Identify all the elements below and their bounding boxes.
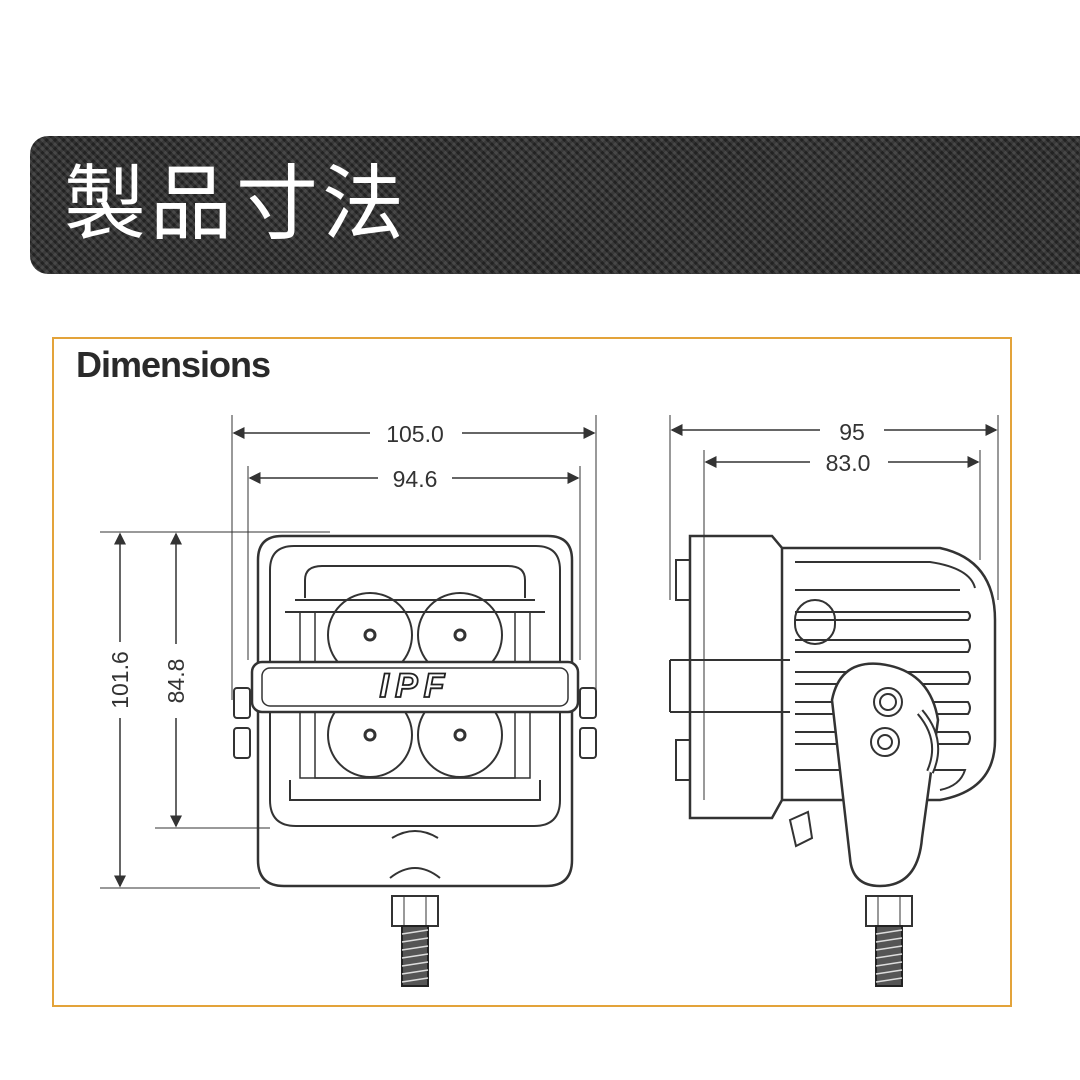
side-view xyxy=(669,415,999,987)
front-width-outer-label: 105.0 xyxy=(386,421,444,447)
side-bolt-thread xyxy=(875,929,903,983)
side-depth-inner-label: 83.0 xyxy=(826,450,871,476)
side-dimension-lines xyxy=(670,424,998,468)
front-view xyxy=(100,415,597,987)
dimensions-title: Dimensions xyxy=(76,344,271,385)
banner-title: 製品寸法 xyxy=(64,157,409,252)
ipf-logo: IPF xyxy=(380,667,451,705)
side-depth-outer-label: 95 xyxy=(839,419,865,445)
dimensions-frame xyxy=(52,337,1012,1007)
front-height-inner-label: 84.8 xyxy=(163,659,189,704)
front-bolt-thread xyxy=(401,929,429,983)
front-width-inner-label: 94.6 xyxy=(393,466,438,492)
front-dimension-lines xyxy=(114,427,596,888)
title-banner xyxy=(30,136,1080,274)
front-height-outer-label: 101.6 xyxy=(107,651,133,709)
